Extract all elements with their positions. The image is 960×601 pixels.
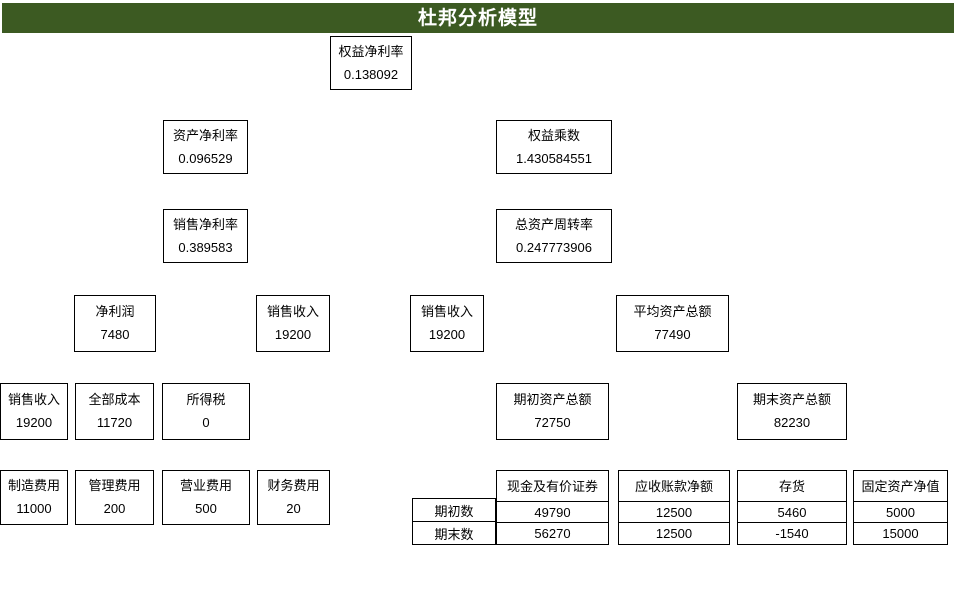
metric-label: 制造费用 — [7, 478, 60, 494]
metric-label: 全部成本 — [88, 392, 141, 408]
metric-value: 11720 — [96, 415, 133, 430]
metric-label: 营业费用 — [179, 478, 232, 494]
asset-table-cell: 5000 — [886, 504, 915, 520]
metric-label: 销售收入 — [7, 392, 60, 408]
metric-box-revenue-margin-denominator[interactable]: 销售收入 19200 — [256, 295, 330, 352]
asset-table-row-label: 期末数 — [413, 521, 495, 544]
asset-table-header: 存货 — [738, 471, 846, 502]
asset-table-column-inventory[interactable]: 存货 5460 -1540 — [737, 470, 847, 545]
metric-box-average-total-assets[interactable]: 平均资产总额 77490 — [616, 295, 729, 352]
metric-value: 11000 — [16, 501, 52, 516]
asset-table-row-labels: 期初数 期末数 — [412, 498, 496, 545]
metric-label: 财务费用 — [267, 478, 320, 494]
asset-table-cell: 12500 — [655, 504, 693, 520]
asset-table-cell: 56270 — [497, 522, 608, 544]
metric-label: 权益乘数 — [527, 127, 580, 143]
metric-box-roe[interactable]: 权益净利率 0.138092 — [330, 36, 412, 90]
metric-box-finance-expense[interactable]: 财务费用 20 — [257, 470, 330, 525]
asset-table-column-net-fixed-assets[interactable]: 固定资产净值 5000 15000 — [853, 470, 948, 545]
metric-value: 0.096529 — [178, 150, 233, 166]
metric-box-revenue-income-statement[interactable]: 销售收入 19200 — [0, 383, 68, 440]
metric-label: 资产净利率 — [172, 127, 238, 143]
metric-box-equity-multiplier[interactable]: 权益乘数 1.430584551 — [496, 120, 612, 174]
metric-label: 总资产周转率 — [514, 216, 593, 232]
metric-label: 管理费用 — [88, 478, 141, 494]
metric-box-selling-expense[interactable]: 营业费用 500 — [162, 470, 250, 525]
metric-label: 销售收入 — [266, 304, 319, 320]
page-title: 杜邦分析模型 — [417, 7, 538, 29]
metric-value: 19200 — [274, 327, 312, 342]
asset-table-column-cash-and-securities[interactable]: 现金及有价证券 49790 56270 — [496, 470, 609, 545]
metric-label: 期末资产总额 — [752, 392, 831, 408]
metric-box-total-cost[interactable]: 全部成本 11720 — [75, 383, 154, 440]
metric-label: 销售净利率 — [172, 216, 238, 232]
metric-value: 500 — [195, 501, 217, 516]
metric-label: 净利润 — [95, 304, 135, 320]
metric-value: 19200 — [428, 327, 466, 342]
metric-value: 0 — [202, 415, 210, 430]
metric-box-ending-total-assets[interactable]: 期末资产总额 82230 — [737, 383, 847, 440]
metric-label: 期初资产总额 — [513, 392, 592, 408]
metric-box-total-asset-turnover[interactable]: 总资产周转率 0.247773906 — [496, 209, 612, 263]
metric-label: 销售收入 — [420, 304, 473, 320]
asset-table-cell: 49790 — [534, 504, 571, 520]
asset-table-column-accounts-receivable[interactable]: 应收账款净额 12500 12500 — [618, 470, 730, 545]
metric-value: 72750 — [534, 415, 571, 430]
metric-value: 19200 — [15, 415, 53, 430]
asset-table-header: 应收账款净额 — [619, 471, 729, 502]
metric-box-income-tax[interactable]: 所得税 0 — [162, 383, 250, 440]
metric-box-revenue-turnover-numerator[interactable]: 销售收入 19200 — [410, 295, 484, 352]
metric-label: 权益净利率 — [338, 43, 404, 59]
asset-table-row-label: 期初数 — [434, 503, 474, 519]
metric-box-administrative-expense[interactable]: 管理费用 200 — [75, 470, 154, 525]
asset-table-header: 现金及有价证券 — [497, 471, 608, 502]
metric-value: 7480 — [100, 327, 130, 342]
metric-value: 0.389583 — [178, 239, 233, 255]
metric-value: 0.247773906 — [516, 239, 592, 255]
asset-table-cell: 5460 — [777, 504, 807, 520]
metric-value: 20 — [286, 501, 301, 516]
metric-label: 平均资产总额 — [633, 304, 712, 320]
metric-box-roa[interactable]: 资产净利率 0.096529 — [163, 120, 248, 174]
asset-table-cell: 12500 — [619, 522, 729, 544]
metric-value: 0.138092 — [343, 66, 399, 82]
metric-box-net-profit[interactable]: 净利润 7480 — [74, 295, 156, 352]
asset-table-header: 固定资产净值 — [854, 471, 947, 502]
metric-value: 200 — [103, 501, 126, 516]
asset-table-cell: 15000 — [854, 522, 947, 544]
asset-table-cell: -1540 — [738, 522, 846, 544]
metric-box-manufacturing-expense[interactable]: 制造费用 11000 — [0, 470, 68, 525]
title-banner: 杜邦分析模型 — [2, 3, 954, 33]
metric-value: 77490 — [654, 327, 691, 342]
metric-value: 1.430584551 — [516, 150, 592, 166]
metric-box-net-profit-margin[interactable]: 销售净利率 0.389583 — [163, 209, 248, 263]
metric-label: 所得税 — [186, 392, 226, 408]
metric-box-beginning-total-assets[interactable]: 期初资产总额 72750 — [496, 383, 609, 440]
metric-value: 82230 — [773, 415, 811, 430]
